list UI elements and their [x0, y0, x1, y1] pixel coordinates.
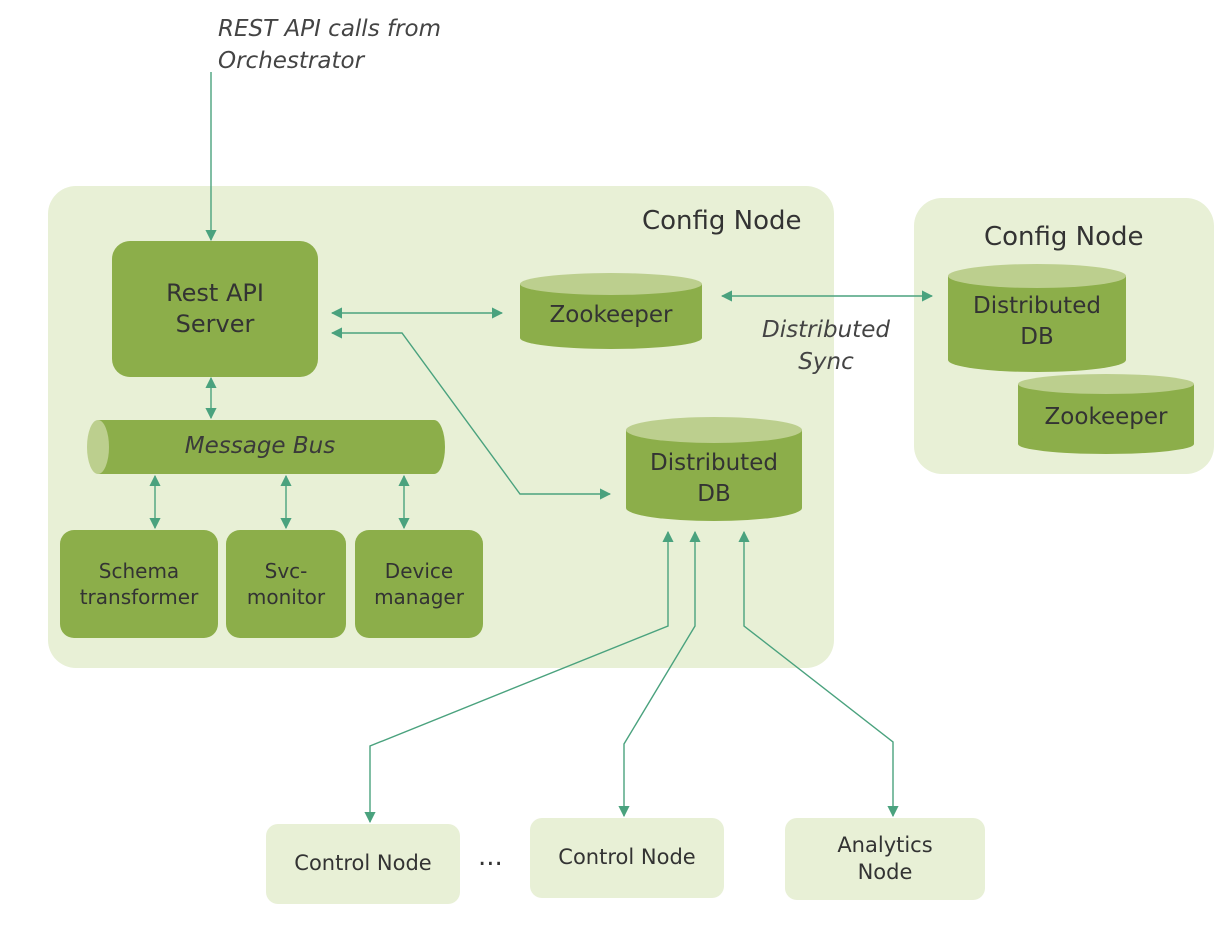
rest-api-server: Rest API Server — [112, 241, 318, 377]
schema-transformer-box: Schema transformer — [60, 530, 218, 638]
peer-config-node-title: Config Node — [984, 222, 1144, 252]
message-bus-label: Message Bus — [184, 433, 336, 459]
device-manager-box: Device manager — [355, 530, 483, 638]
peer-distributed-db-cylinder — [948, 264, 1126, 372]
ellipsis-label: ... — [478, 842, 503, 872]
peer-distributed-db-label: Distributed DB — [973, 292, 1101, 350]
analytics-node: Analytics Node — [785, 818, 985, 900]
orchestrator-label: REST API calls from Orchestrator — [218, 16, 442, 74]
peer-zookeeper-cylinder — [1018, 374, 1194, 454]
zookeeper-label: Zookeeper — [549, 302, 673, 329]
distributed-db-label: Distributed DB — [650, 449, 778, 507]
db-control2-arrow — [618, 530, 701, 818]
control-node-2: Control Node — [530, 818, 724, 898]
db-analytics-arrow — [738, 530, 899, 818]
peer-zookeeper-label: Zookeeper — [1044, 404, 1168, 431]
distributed-sync-label: Distributed Sync — [762, 317, 890, 376]
api-db-arrow — [330, 327, 612, 500]
config-node-title: Config Node — [642, 206, 802, 236]
distributed-db-cylinder — [626, 417, 802, 521]
svc-monitor-box: Svc-monitor — [226, 530, 346, 638]
control-node-1: Control Node — [266, 824, 460, 904]
